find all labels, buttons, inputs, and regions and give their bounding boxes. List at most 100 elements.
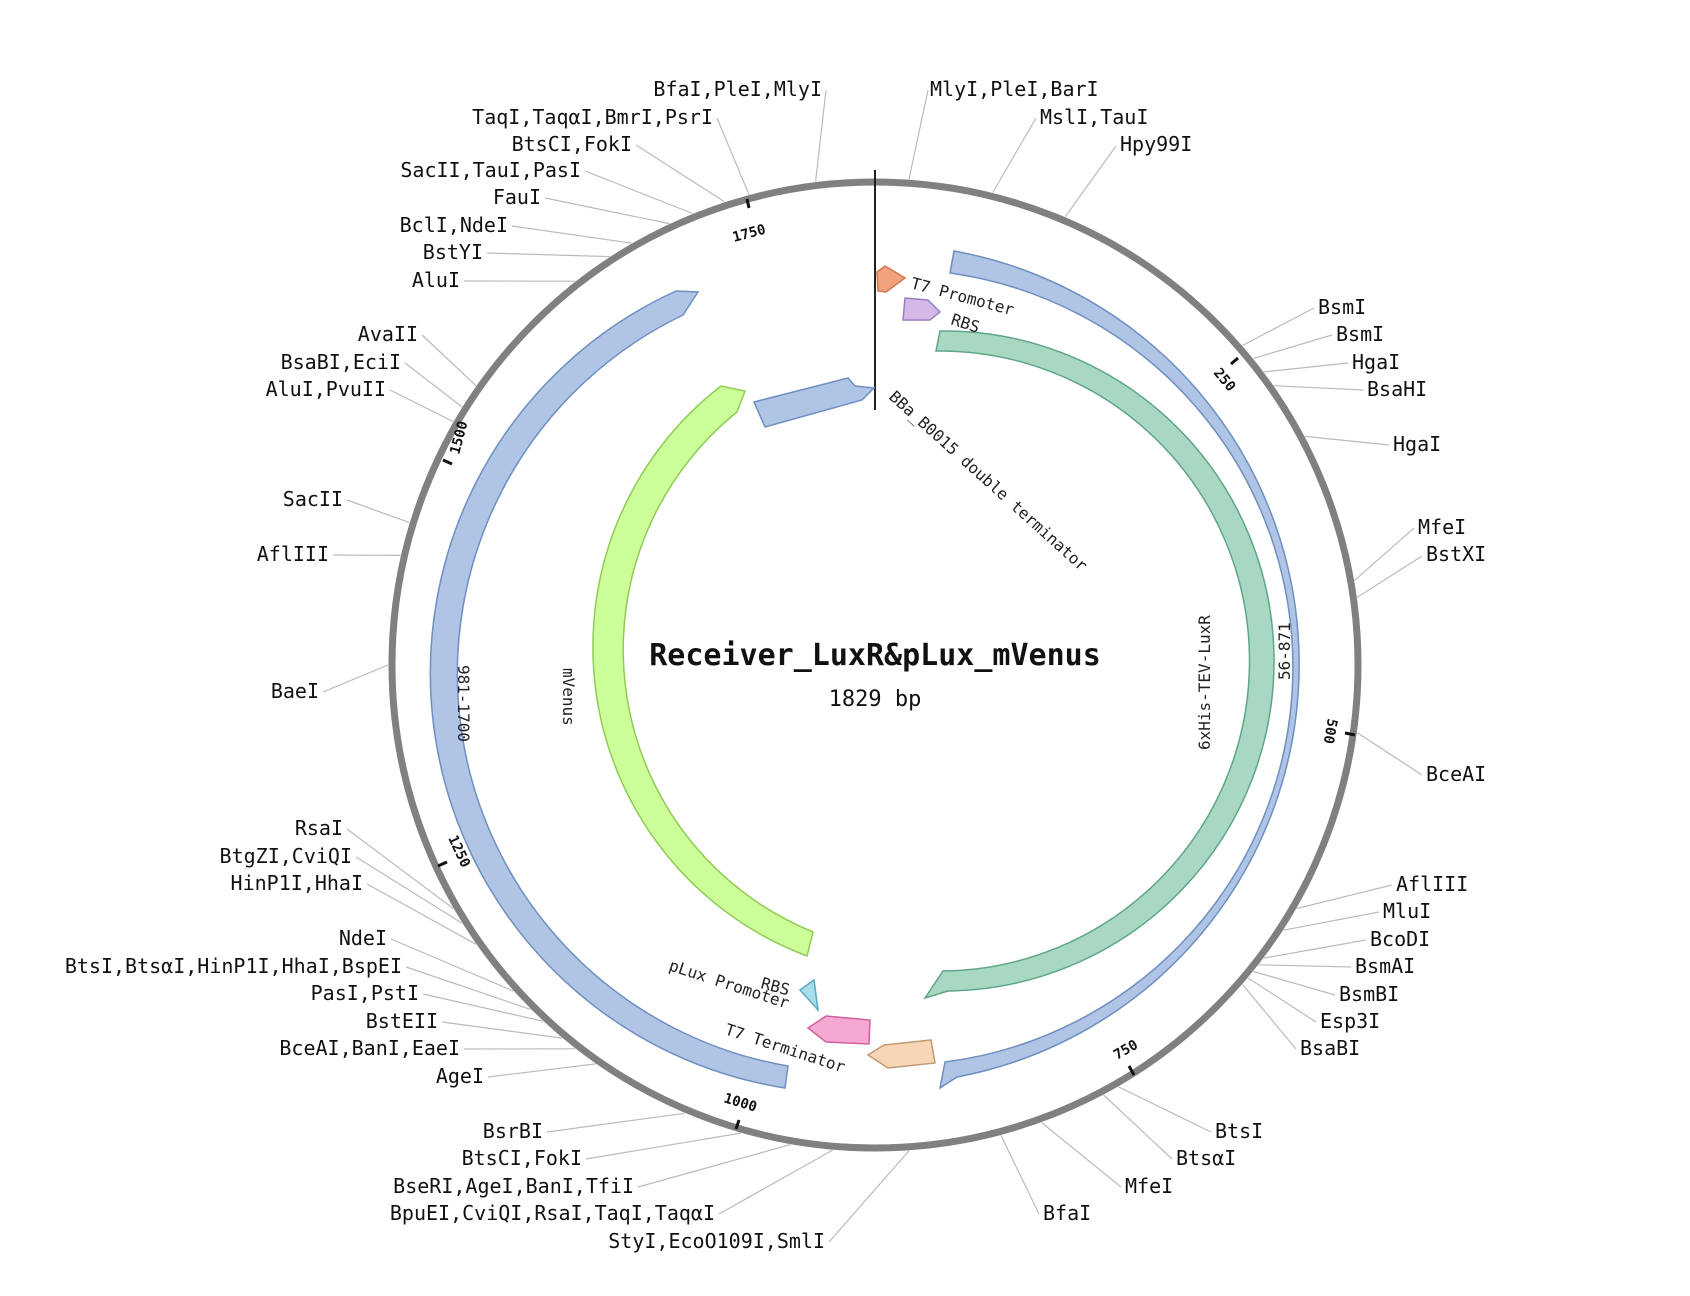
leader-line-23 [718,1149,833,1215]
site-label-bceai-bani-eaei: BceAI,BanI,EaeI [279,1036,460,1060]
site-label-styi-ecoo109i-smli: StyI,EcoO109I,SmlI [608,1229,825,1253]
leader-line-0 [908,89,929,180]
site-label-btgzi-cviqi: BtgZI,CviQI [220,844,352,868]
leader-line-18 [1118,1086,1212,1133]
region-56-871-arrow [938,250,1300,1090]
leader-line-8 [1354,527,1415,581]
site-label-hpy99i: Hpy99I [1120,132,1192,156]
bba-b0015-arrow [752,377,876,428]
leader-line-47 [635,144,725,203]
tick-mark-1500 [442,458,453,466]
rbs-bottom-arrow [798,978,820,1013]
leader-line-38 [346,499,410,524]
leader-line-31 [405,966,531,1010]
cds-mvenus-arrow [592,385,814,957]
site-label-bceai-1: BceAI [1426,762,1486,786]
site-label-faui: FauI [493,185,541,209]
plasmid-title: Receiver_LuxR&pLux_mVenus [649,638,1101,673]
site-label-aflIII-2: AflIII [257,542,329,566]
site-label-rsai-1: RsaI [295,816,343,840]
site-label-mlui: MluI [1383,899,1431,923]
site-label-bcodi: BcoDI [1370,927,1430,951]
bba-b0015-label: BBa_B0015 double terminator [885,387,1091,575]
site-label-btscI-foki-2: BtsCI,FokI [512,132,632,156]
leader-line-45 [544,197,670,225]
region-981-1700-label: 981-1700 [454,665,473,742]
site-label-bsteii: BstEII [366,1009,438,1033]
leader-line-32 [390,938,514,992]
site-label-sacii-taui-pasi: SacII,TauI,PasI [400,158,581,182]
tick-mark-1750 [745,198,751,209]
leader-line-17 [1242,984,1297,1050]
leader-line-29 [441,1021,563,1039]
site-label-hgai-2: HgaI [1393,432,1441,456]
site-label-bfai-1: BfaI [1043,1201,1091,1225]
site-label-agei: AgeI [436,1064,484,1088]
site-label-btsi-1: BtsI [1215,1119,1263,1143]
site-label-bseri-agei-bani-tfii: BseRI,AgeI,BanI,TfiI [393,1174,634,1198]
site-label-bstxi: BstXI [1426,542,1486,566]
t7-terminator-arrow [866,1039,936,1069]
site-label-btsi-btsalphai-hinp1i-hhai-bspei: BtsI,BtsαI,HinP1I,HhaI,BspEI [65,954,402,978]
leader-line-46 [584,170,693,215]
leader-line-15 [1253,970,1336,996]
leader-line-21 [1000,1135,1040,1215]
site-label-mfei-2: MfeI [1125,1174,1173,1198]
site-label-bcli-ndei: BclI,NdeI [400,213,508,237]
site-label-bsabi-ecii: BsaBI,EciI [281,350,401,374]
site-label-bsmai: BsmAI [1355,954,1415,978]
leader-line-44 [511,225,632,244]
tick-label-1500: 1500 [447,419,471,456]
site-label-alui: AluI [412,268,460,292]
site-label-msli-taui: MslI,TauI [1040,105,1148,129]
site-label-bsabi-1: BsaBI [1300,1036,1360,1060]
tick-mark-1250 [437,860,448,868]
region-56-871-label: 56-871 [1275,622,1294,680]
leader-line-35 [346,828,454,909]
site-label-bpuei-cviqi-rsai-taqi-taqalphai: BpuEI,CviQI,RsaI,TaqI,TaqαI [390,1201,715,1225]
site-label-bsmbi: BsmBI [1339,982,1399,1006]
site-label-bstyi: BstYI [423,240,483,264]
leader-line-48 [716,117,750,195]
tick-label-1750: 1750 [731,222,768,246]
leader-line-43 [486,252,610,258]
leader-line-26 [546,1112,685,1133]
leader-line-2 [1064,145,1117,218]
leader-line-36 [322,664,389,693]
site-label-bsrbi: BsrBI [483,1119,543,1143]
site-label-sacii-1: SacII [283,487,343,511]
site-label-btscI-foki-1: BtsCI,FokI [462,1146,582,1170]
leader-line-30 [422,993,544,1022]
leader-line-5 [1263,362,1349,373]
tick-mark-250 [1230,356,1239,366]
t7-promoter-arrow [876,265,907,293]
tick-label-750: 750 [1111,1037,1141,1064]
site-label-alui-pvuii: AluI,PvuII [266,377,386,401]
leader-line-33 [366,883,477,945]
leader-lines [322,89,1423,1243]
tick-mark-1000 [734,1119,741,1130]
site-label-mlyi-plei-bari: MlyI,PleI,BarI [930,77,1099,101]
leader-line-1 [992,117,1037,193]
plux-promoter-arrow [806,1015,871,1045]
restriction-site-labels: MlyI,PleI,BarI MslI,TauI Hpy99I BsmI Bsm… [65,77,1486,1253]
plasmid-length: 1829 bp [829,687,922,712]
site-label-baei: BaeI [271,679,319,703]
site-label-aflIII-1: AflIII [1396,872,1468,896]
region-981-1700-arrow [429,290,789,1089]
leader-line-41 [421,334,477,387]
leader-line-12 [1283,911,1380,931]
site-label-bfai-plei-mlyi: BfaI,PleI,MlyI [653,77,822,101]
leader-line-27 [487,1063,596,1078]
tick-label-500: 500 [1320,717,1340,745]
leader-line-6 [1273,385,1364,391]
leader-line-14 [1258,964,1352,968]
site-label-bsahi: BsaHI [1367,377,1427,401]
leader-line-9 [1356,555,1423,598]
site-label-btsalphai-1: BtsαI [1176,1146,1236,1170]
leader-line-24 [637,1144,791,1188]
tick-mark-750 [1127,1065,1136,1076]
tick-label-250: 250 [1210,365,1239,395]
tick-label-1000: 1000 [722,1091,759,1116]
leader-line-20 [1041,1122,1122,1188]
